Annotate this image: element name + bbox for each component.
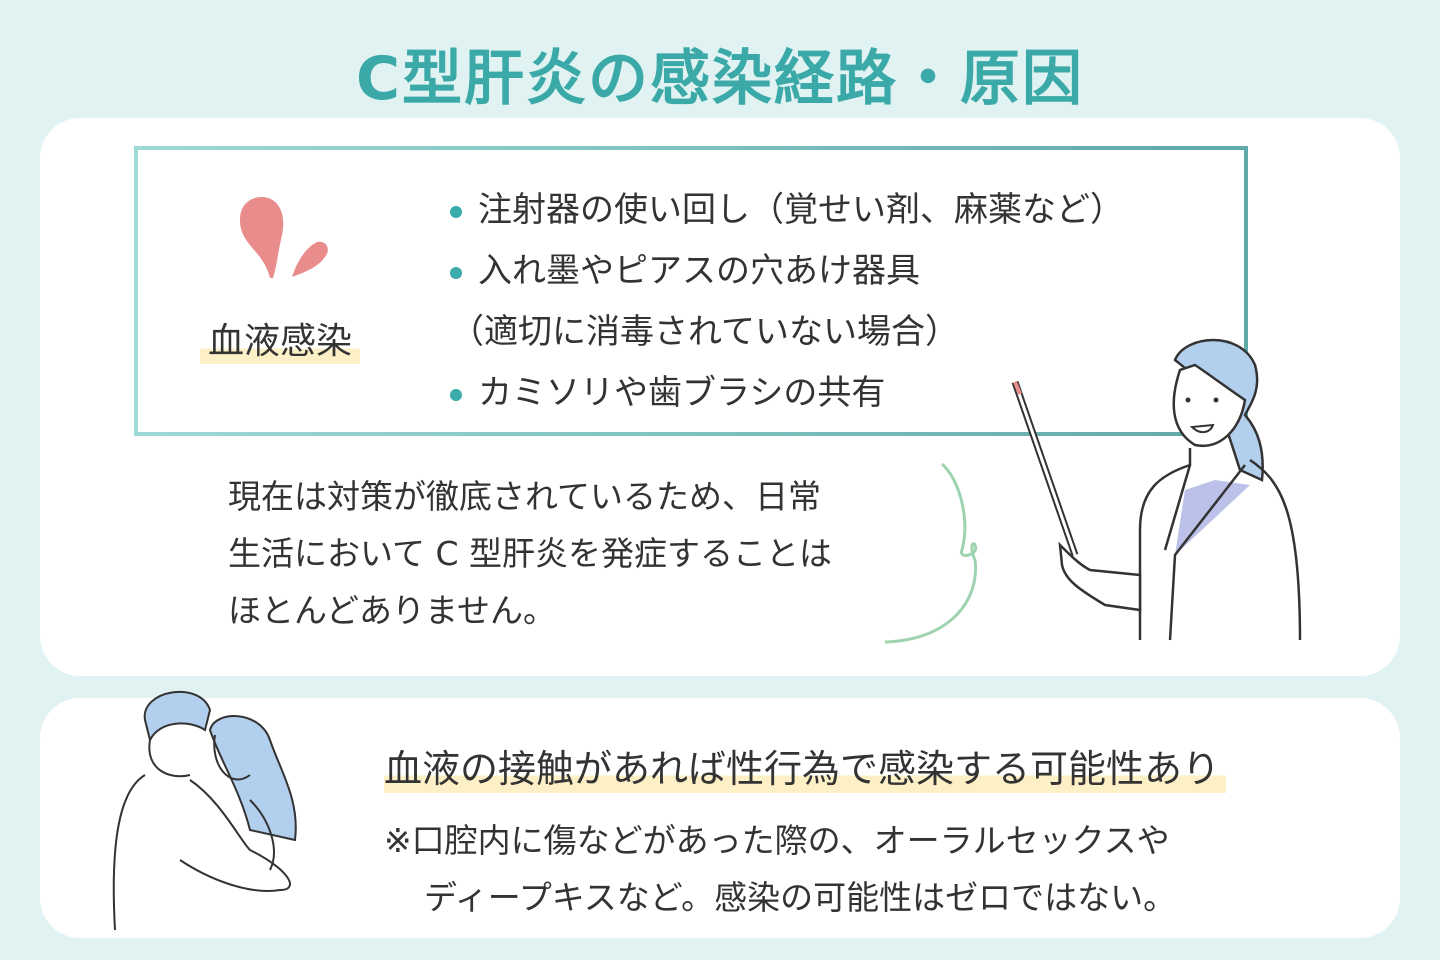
blood-note: 現在は対策が徹底されているため、日常 生活において C 型肝炎を発症することは … (228, 477, 833, 630)
list-item: 注射器の使い回し（覚せい剤、麻薬など） (450, 180, 1124, 241)
list-item: 入れ墨やピアスの穴あけ器具 (450, 241, 1124, 302)
blood-infection-list: 注射器の使い回し（覚せい剤、麻薬など） 入れ墨やピアスの穴あけ器具 （適切に消毒… (450, 180, 1124, 424)
bullet-icon (450, 388, 462, 401)
speech-tail-icon (884, 462, 978, 644)
sexual-infection-heading: 血液の接触があれば性行為で感染する可能性あり (384, 738, 1227, 793)
blood-drop-icon (240, 197, 328, 278)
bullet-icon (450, 205, 462, 218)
sexual-infection-note: ※口腔内に傷などがあった際の、オーラルセックスや ディープキスなど。感染の可能性… (384, 821, 1177, 917)
doctor-illustration (1011, 338, 1302, 641)
blood-infection-label: 血液感染 (200, 312, 361, 364)
blood-infection-frame (134, 146, 1248, 436)
couple-illustration (112, 690, 297, 931)
bullet-icon (450, 266, 462, 279)
list-item: カミソリや歯ブラシの共有 (450, 363, 1124, 424)
list-item-note: （適切に消毒されていない場合） (450, 312, 959, 352)
page-title: C型肝炎の感染経路・原因 (355, 44, 1085, 114)
